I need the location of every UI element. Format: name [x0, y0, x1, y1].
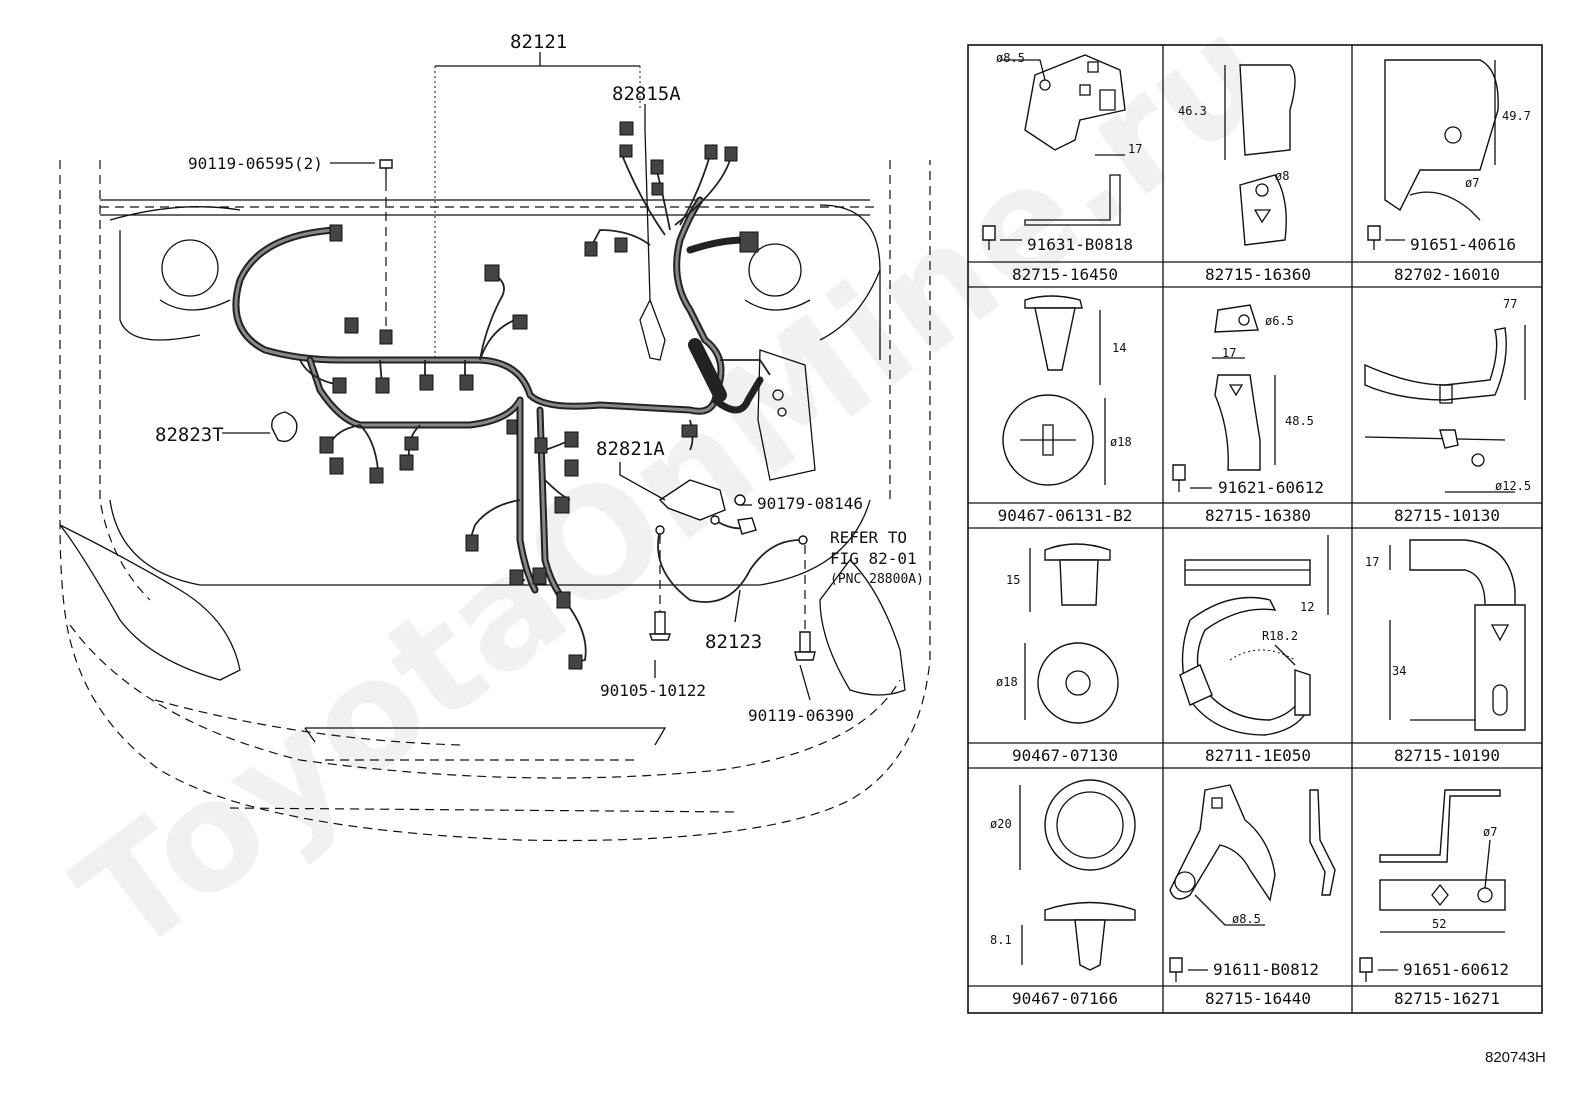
part-no-c9: 82715-10190 — [1394, 746, 1500, 765]
dim-c1-b: 17 — [1128, 142, 1142, 156]
dim-c10-a: ø20 — [990, 817, 1012, 831]
dim-c5-b: 17 — [1222, 346, 1236, 360]
callout-82815A: 82815A — [612, 83, 681, 105]
dim-c6-a: 77 — [1503, 297, 1517, 311]
dim-c3-a: 49.7 — [1502, 109, 1531, 123]
small-parts — [271, 159, 816, 661]
part-no-c11: 82715-16440 — [1205, 989, 1311, 1008]
dim-c3-b: ø7 — [1465, 176, 1479, 190]
part-no-c5: 82715-16380 — [1205, 506, 1311, 525]
cell-drawings — [982, 54, 1526, 982]
dim-c1-a: ø8.5 — [996, 51, 1025, 65]
part-no-c7: 90467-07130 — [1012, 746, 1118, 765]
bolt-c12: 91651-60612 — [1403, 960, 1509, 979]
bolt-c3: 91651-40616 — [1410, 235, 1516, 254]
cell-dimensions: ø8.5 17 46.3 ø8 49.7 ø7 14 ø18 ø6.5 17 4… — [990, 51, 1531, 947]
part-no-c2: 82715-16360 — [1205, 265, 1311, 284]
refer-line-2: FIG 82-01 — [830, 549, 917, 568]
wire-harness-82121 — [232, 121, 816, 670]
bolt-c11: 91611-B0812 — [1213, 960, 1319, 979]
dim-c11-a: ø8.5 — [1232, 912, 1261, 926]
vehicle-outline — [59, 160, 931, 842]
dim-c12-b: 52 — [1432, 917, 1446, 931]
dim-c10-b: 8.1 — [990, 933, 1012, 947]
callout-bolt-bottom-left: 90105-10122 — [600, 681, 706, 700]
dim-c5-a: ø6.5 — [1265, 314, 1294, 328]
cell-part-numbers: 82715-16450 82715-16360 82702-16010 9046… — [998, 265, 1500, 1008]
part-no-c4: 90467-06131-B2 — [998, 506, 1133, 525]
figure-id: 820743H — [1485, 1049, 1546, 1066]
dim-c2-a: 46.3 — [1178, 104, 1207, 118]
leader-lines — [222, 52, 811, 701]
dim-c12-a: ø7 — [1483, 825, 1497, 839]
dim-c4-b: ø18 — [1110, 435, 1132, 449]
callout-nut: 90179-08146 — [757, 494, 863, 513]
dim-c4-a: 14 — [1112, 341, 1126, 355]
parts-grid — [967, 44, 1543, 1014]
dim-c8-a: 12 — [1300, 600, 1314, 614]
part-no-c6: 82715-10130 — [1394, 506, 1500, 525]
part-no-c10: 90467-07166 — [1012, 989, 1118, 1008]
callout-82821A: 82821A — [596, 438, 665, 460]
part-no-c1: 82715-16450 — [1012, 265, 1118, 284]
bolt-c1: 91631-B0818 — [1027, 235, 1133, 254]
refer-line-3: (PNC 28800A) — [830, 572, 924, 587]
callout-82823T: 82823T — [155, 424, 224, 446]
dim-c9-a: 17 — [1365, 555, 1379, 569]
dim-c5-c: 48.5 — [1285, 414, 1314, 428]
callout-bolt-bottom-right: 90119-06390 — [748, 706, 854, 725]
callout-bolt-top: 90119-06595(2) — [188, 154, 323, 173]
part-no-c3: 82702-16010 — [1394, 265, 1500, 284]
bolt-c5: 91621-60612 — [1218, 478, 1324, 497]
dim-c9-b: 34 — [1392, 664, 1406, 678]
part-no-c12: 82715-16271 — [1394, 989, 1500, 1008]
dim-c7-a: 15 — [1006, 573, 1020, 587]
callout-82123: 82123 — [705, 631, 762, 653]
dim-c7-b: ø18 — [996, 675, 1018, 689]
dim-c2-b: ø8 — [1275, 169, 1289, 183]
cell-bolts: 91631-B0818 91651-40616 91621-60612 9161… — [1027, 235, 1516, 979]
dim-c6-b: ø12.5 — [1495, 479, 1531, 493]
refer-line-1: REFER TO — [830, 528, 907, 547]
dim-c8-b: R18.2 — [1262, 629, 1298, 643]
part-no-c8: 82711-1E050 — [1205, 746, 1311, 765]
callout-82121: 82121 — [510, 31, 567, 53]
